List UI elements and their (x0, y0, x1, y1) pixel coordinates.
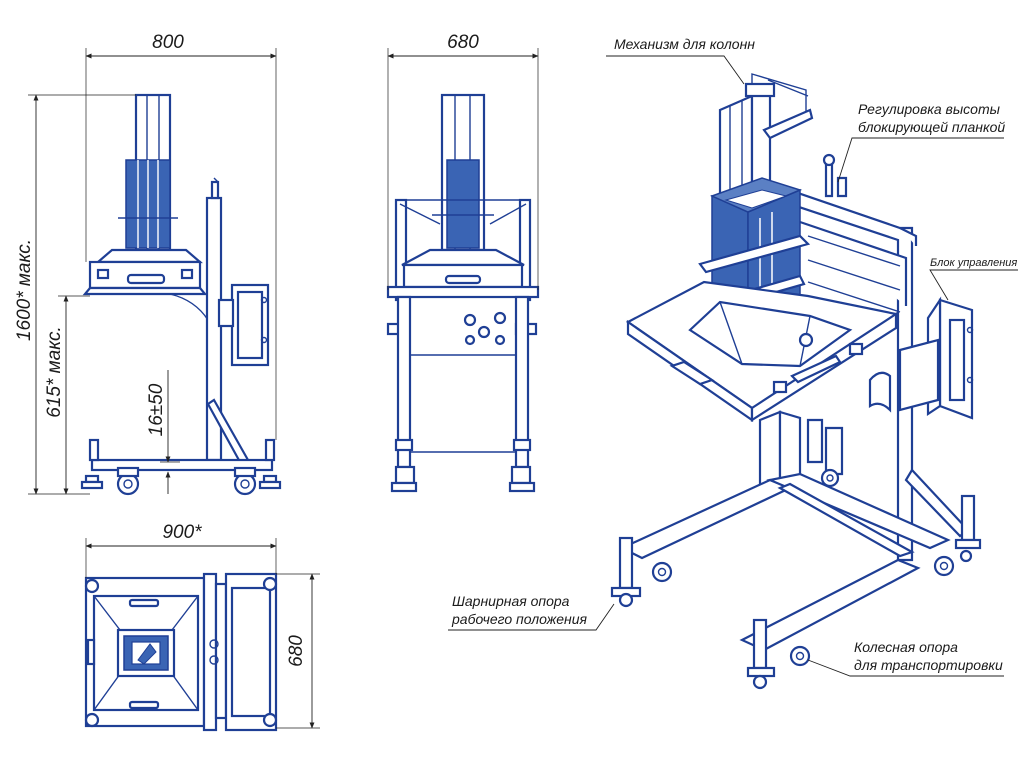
isometric-view (610, 73, 982, 690)
callout-hinge-support-2: рабочего положения (451, 611, 588, 627)
side-width-label: 680 (447, 32, 479, 53)
front-width-label: 800 (152, 32, 184, 53)
top-view (84, 572, 278, 732)
top-dimensions: 900* 680 (85, 522, 320, 729)
side-view (386, 93, 540, 493)
adjust-label: 16±50 (146, 383, 167, 436)
callout-column-mechanism: Механизм для колонн (614, 36, 755, 52)
callout-control-block: Блок управления (930, 257, 1017, 269)
top-width-label: 900* (162, 522, 202, 543)
table-height-label: 615* макс. (44, 326, 65, 418)
front-view (80, 93, 282, 496)
callout-wheel-support-1: Колесная опора (854, 639, 958, 655)
callout-height-adjust-2: блокирующей планкой (858, 119, 1005, 135)
max-height-label: 1600* макс. (14, 239, 35, 341)
side-dimensions: 680 (387, 32, 539, 290)
callout-hinge-support-1: Шарнирная опора (452, 593, 570, 609)
top-depth-label: 680 (286, 635, 307, 667)
callout-height-adjust-1: Регулировка высоты (858, 101, 1001, 117)
front-dimensions: 800 1600* макс. 615* макс. 16±50 (14, 32, 277, 495)
callout-wheel-support-2: для транспортировки (854, 657, 1003, 673)
callouts: Механизм для колонн Регулировка высоты б… (448, 36, 1018, 677)
